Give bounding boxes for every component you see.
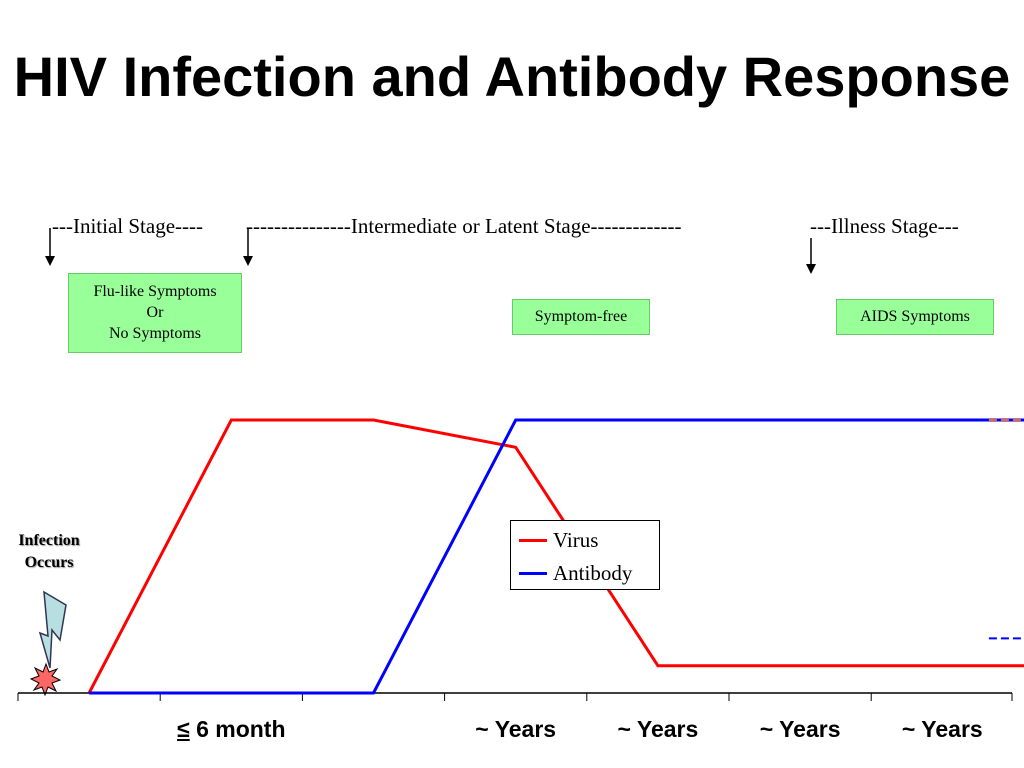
down-arrow-icon [806,238,816,274]
down-arrow-icon [45,228,55,266]
flu-symptoms-line3: No Symptoms [108,325,201,342]
x-tick-1-text: 6 month [189,716,286,742]
flu-symptoms-line2: Or [146,304,164,321]
series-line-virus [87,418,1024,694]
flu-symptoms-line1: Flu-like Symptoms [93,283,217,300]
page-title: HIV Infection and Antibody Response [13,45,1011,108]
x-tick-label-4: ~ Years [617,716,699,742]
flu-symptoms-box: Flu-like Symptoms Or No Symptoms [68,273,242,353]
series-line-antibody [89,418,1024,695]
symptom-free-box: Symptom-free [512,299,650,335]
infection-occurs-label: Infection Occurs [0,530,98,574]
legend-swatch-virus [519,538,547,542]
aids-symptoms-box: AIDS Symptoms [836,299,994,335]
x-tick-label-3: ~ Years [475,716,557,742]
legend-label-virus: Virus [553,527,599,552]
lightning-bolt-icon [38,590,67,669]
initial-stage-label: ---Initial Stage---- [52,214,204,238]
legend-item-antibody: Antibody [519,558,632,588]
infection-label-line1: Infection [18,532,80,549]
illness-stage-label: ---Illness Stage--- [810,214,959,238]
starburst-icon [29,662,62,697]
legend-swatch-antibody [519,571,547,575]
infection-label-line2: Occurs [24,554,74,571]
x-tick-label-6: ~ Years [901,716,983,742]
x-tick-label-1: ≤ 6 month [177,716,285,743]
less-equal-symbol: ≤ [177,716,190,742]
intermediate-stage-label: ---------------Intermediate or Latent St… [246,214,682,238]
chart-legend: Virus Antibody [510,520,660,590]
x-tick-label-5: ~ Years [759,716,841,742]
legend-label-antibody: Antibody [553,560,633,585]
legend-item-virus: Virus [519,525,598,555]
down-arrow-icon [243,228,253,266]
